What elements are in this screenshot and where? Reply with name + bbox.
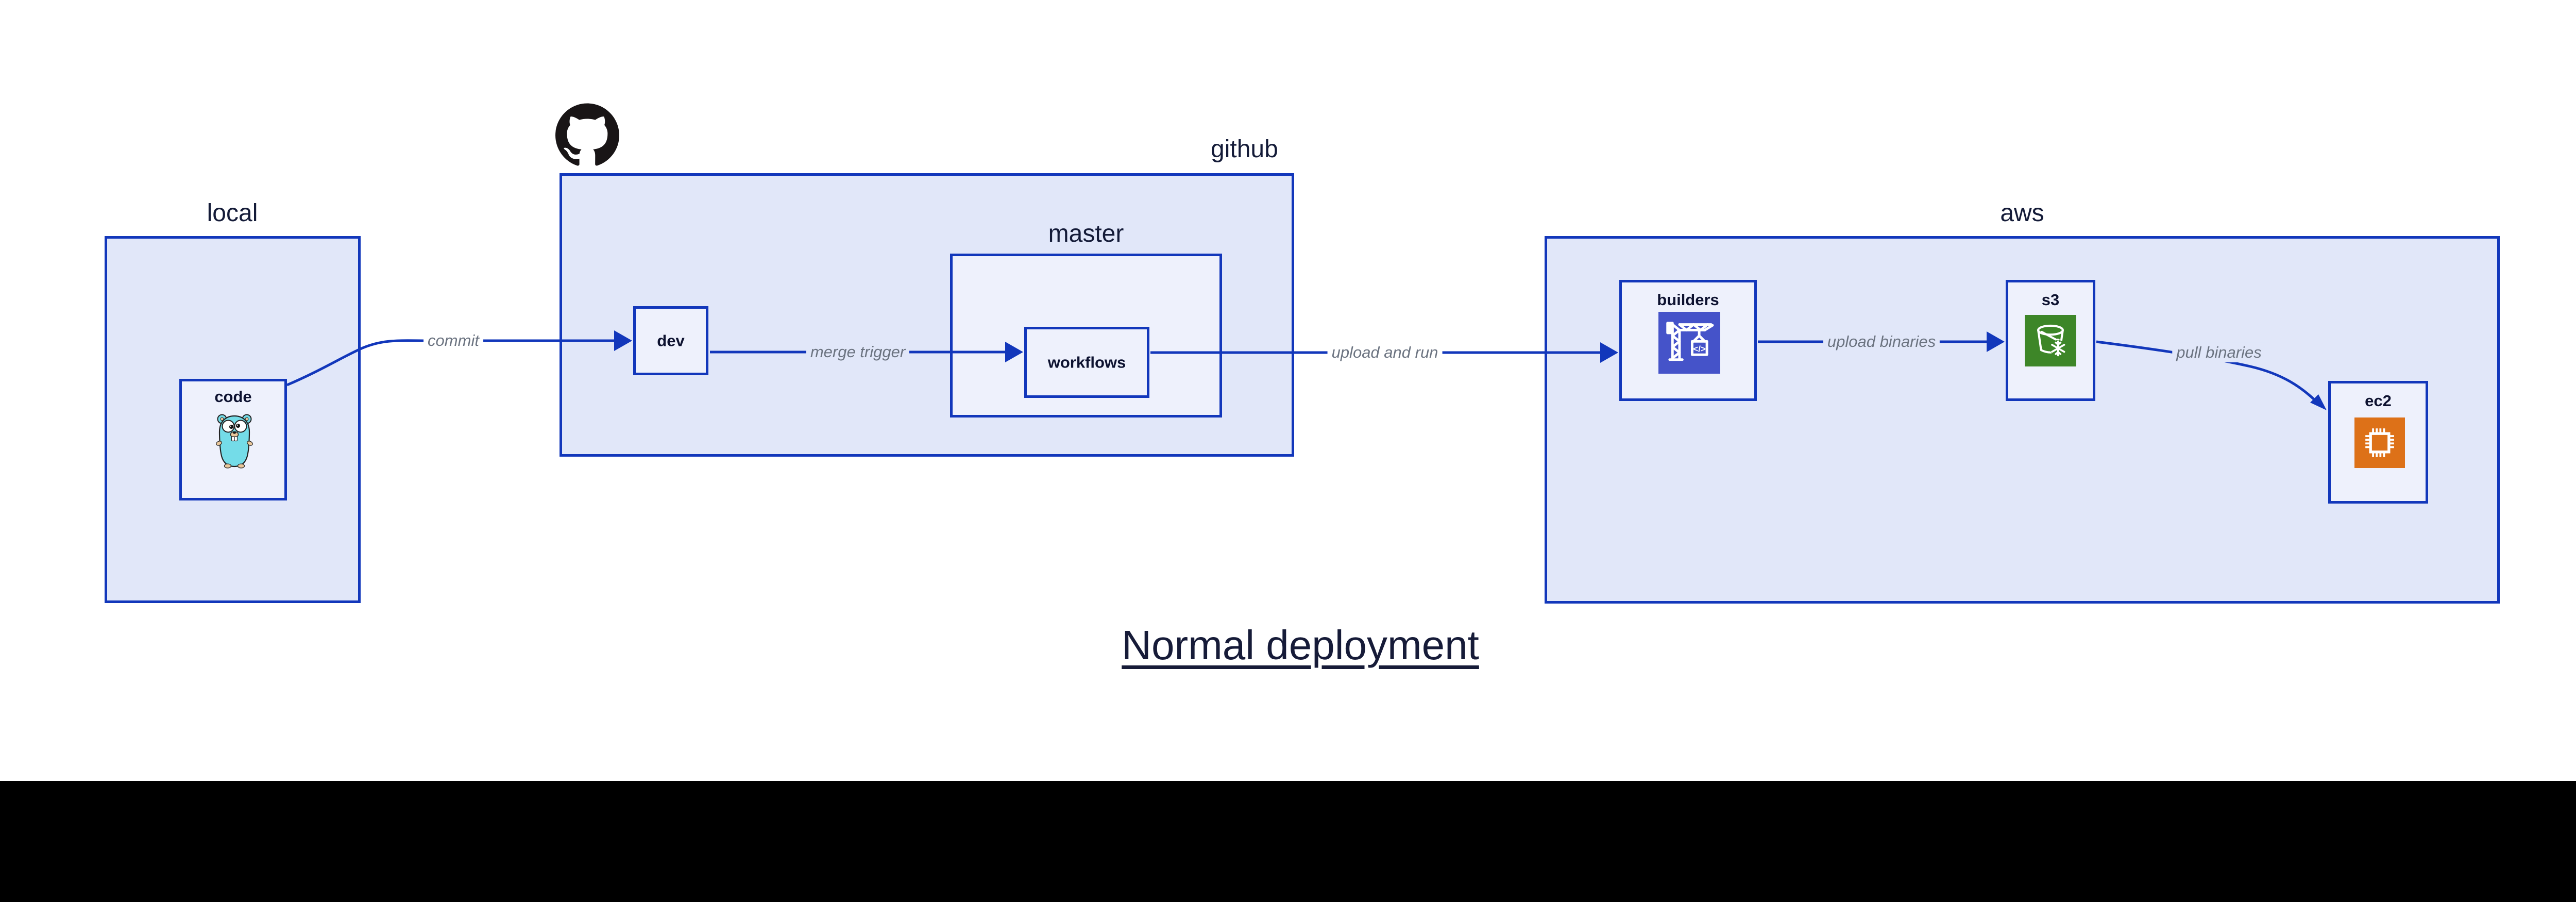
- edge-label-pull-binaries: pull binaries: [2172, 342, 2266, 363]
- svg-text:</>: </>: [1693, 344, 1706, 354]
- edge-label-upload-and-run: upload and run: [1327, 342, 1443, 363]
- builders-node-label: builders: [1657, 291, 1719, 309]
- edge-label-merge-trigger: merge trigger: [806, 342, 910, 362]
- aws-container-label: aws: [2000, 199, 2044, 227]
- edge-label-commit: commit: [423, 330, 483, 351]
- node-builders: builders </>: [1619, 280, 1757, 401]
- bottom-black-bar: [0, 781, 2576, 902]
- node-s3: s3: [2006, 280, 2095, 401]
- s3-bucket-icon: [2025, 315, 2076, 369]
- local-container-label: local: [207, 199, 258, 227]
- code-node-label: code: [214, 388, 252, 406]
- github-container-label: github: [1211, 136, 1278, 163]
- master-container-label: master: [1048, 220, 1124, 247]
- dev-node-label: dev: [657, 331, 685, 350]
- codebuild-crane-icon: </>: [1658, 312, 1720, 376]
- workflows-node-label: workflows: [1047, 353, 1126, 372]
- diagram-title: Normal deployment: [1122, 622, 1479, 668]
- node-code: code: [179, 379, 287, 500]
- ec2-chip-icon: [2354, 417, 2405, 471]
- node-dev: dev: [633, 306, 708, 375]
- node-workflows: workflows: [1024, 327, 1149, 398]
- github-octocat-icon: [555, 103, 619, 169]
- node-ec2: ec2: [2328, 381, 2428, 504]
- edge-label-upload-binaries: upload binaries: [1823, 331, 1940, 352]
- ec2-node-label: ec2: [2365, 392, 2392, 410]
- go-gopher-icon: [214, 411, 255, 472]
- s3-node-label: s3: [2041, 291, 2060, 309]
